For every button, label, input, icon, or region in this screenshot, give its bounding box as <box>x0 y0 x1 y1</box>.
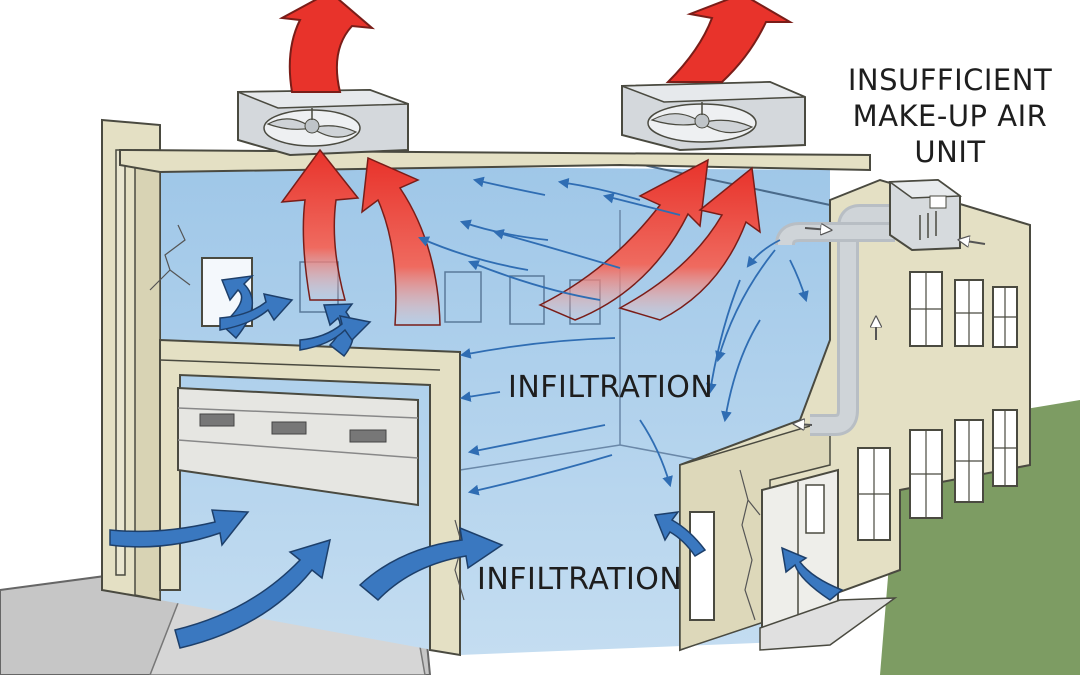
infiltration-arrows-exterior <box>109 274 844 649</box>
roof-exhaust-fan-left <box>237 88 409 157</box>
roof-exhaust-fan-right <box>621 80 806 152</box>
makeup-air-unit-label: INSUFFICIENT MAKE-UP AIR UNIT <box>842 62 1058 170</box>
lower-window-muntins <box>858 410 1017 540</box>
back-window <box>509 275 545 325</box>
wall-crack <box>739 469 761 621</box>
makeup-air-label-line-1: INSUFFICIENT <box>847 63 1053 97</box>
exhaust-arrow-up-right <box>665 0 794 83</box>
makeup-air-unit-top <box>887 179 963 199</box>
exhaust-arrow-up-left <box>278 0 376 93</box>
door-step <box>759 597 898 651</box>
garage-door-panel-line <box>177 439 419 459</box>
exhaust-arrow-interior-right-1 <box>538 158 709 321</box>
floor-edge-right <box>619 444 701 461</box>
front-lower-wall <box>159 338 461 657</box>
unit-label-plate <box>929 195 947 209</box>
infiltration-label-upper: INFILTRATION <box>508 370 714 405</box>
infiltration-arrows-exterior-2 <box>219 293 707 558</box>
makeup-air-label-line-2: MAKE-UP AIR <box>852 99 1048 133</box>
makeup-air-flow-arrows <box>795 228 986 425</box>
unit-vent-slats <box>919 211 937 240</box>
garage-door-panel-line <box>177 407 419 419</box>
makeup-air-label-line-3: UNIT <box>914 135 986 169</box>
makeup-air-duct-upper-fill <box>778 225 895 246</box>
infiltration-label-lower: INFILTRATION <box>477 562 683 597</box>
garage-door-window <box>271 421 307 435</box>
makeup-air-duct-outline <box>810 207 895 433</box>
exhaust-arrow-interior-left-2 <box>361 156 441 326</box>
garage-door <box>177 386 419 507</box>
exhaust-arrow-interior-left-1 <box>280 148 360 301</box>
garage-door-window <box>199 413 235 427</box>
garage-door-window <box>349 429 387 443</box>
side-door-window <box>805 484 825 534</box>
exhaust-arrow-interior-right-2 <box>618 166 761 321</box>
wall-crack <box>149 224 191 291</box>
floor-edge <box>459 444 621 471</box>
interior-airflow-arrows <box>418 176 809 496</box>
small-facade-window <box>689 511 715 621</box>
upper-window-muntins <box>910 272 1017 347</box>
downspout <box>115 149 126 576</box>
wall-thickness-line <box>159 359 441 371</box>
back-window <box>444 271 482 323</box>
